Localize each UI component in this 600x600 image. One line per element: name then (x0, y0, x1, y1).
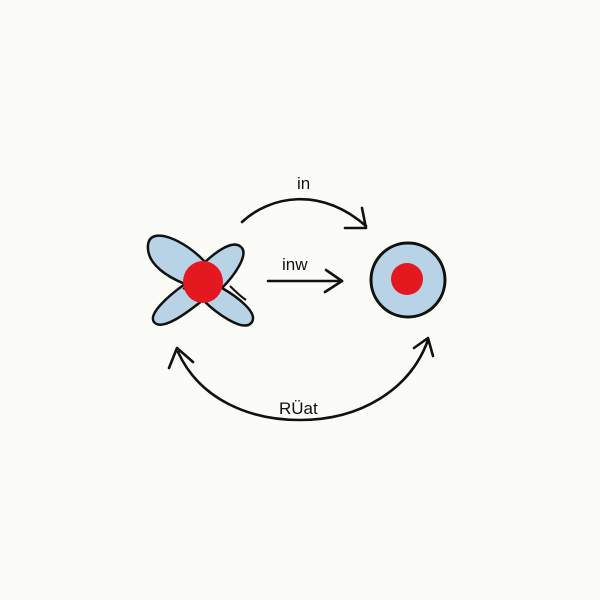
middle-arrow-head (323, 268, 344, 294)
top-arrow-head (343, 206, 368, 230)
bottom-arrow-head-left (167, 346, 195, 370)
bottom-arrow (167, 336, 435, 422)
top-arrow (240, 197, 368, 230)
top-arrow-line (240, 197, 368, 228)
top-arrow-label: in (297, 174, 311, 193)
left-nucleus (183, 261, 223, 303)
middle-arrow-label: inw (282, 255, 308, 274)
bottom-arrow-head-right (412, 336, 435, 358)
round-cell-icon (369, 241, 447, 319)
bottom-arrow-label: RÜat (279, 399, 318, 418)
middle-arrow (266, 268, 344, 294)
right-nucleus (391, 263, 423, 295)
left-shape-inner-line-right (229, 285, 247, 301)
four-lobed-cell-icon (146, 234, 255, 327)
bottom-arrow-line (176, 338, 430, 422)
